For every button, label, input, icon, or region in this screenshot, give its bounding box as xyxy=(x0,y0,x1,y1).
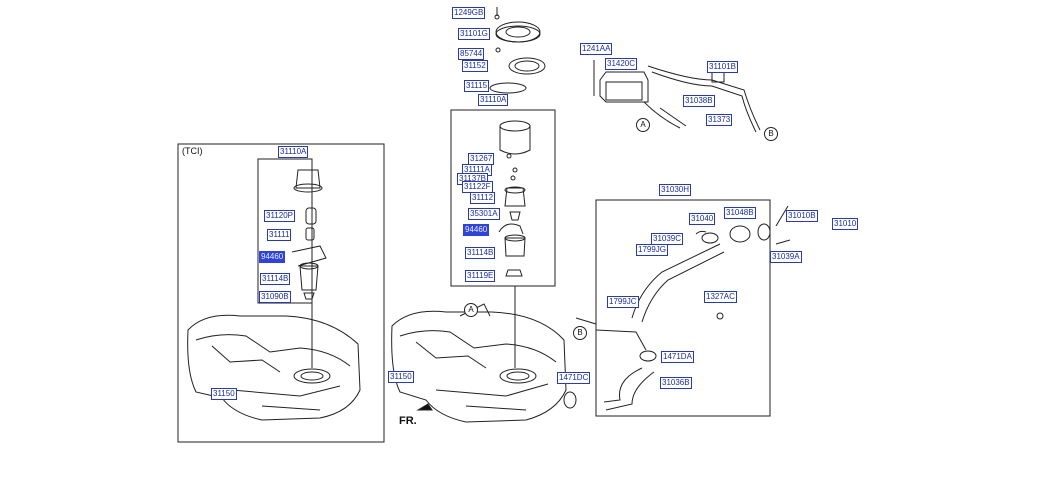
part-label-31114B-main[interactable]: 31114B xyxy=(465,247,496,259)
tci-fuel-tank xyxy=(187,314,361,421)
part-label-31101G[interactable]: 31101G xyxy=(458,28,490,40)
ref-circle-a: A xyxy=(464,303,478,317)
part-label-31038B[interactable]: 31038B xyxy=(683,95,715,107)
part-label-31010B[interactable]: 31010B xyxy=(786,210,818,222)
part-label-94460-tci[interactable]: 94460 xyxy=(259,251,286,263)
part-label-31030H[interactable]: 31030H xyxy=(659,184,692,196)
front-label: FR. xyxy=(399,415,417,427)
pump-cover-parts xyxy=(489,7,546,94)
part-label-1249GB[interactable]: 1249GB xyxy=(452,7,486,19)
part-label-31010[interactable]: 31010 xyxy=(832,218,859,230)
ref-circle-b-canister: B xyxy=(764,127,778,141)
part-label-31150-main[interactable]: 31150 xyxy=(388,371,414,383)
part-label-31036B[interactable]: 31036B xyxy=(660,377,692,389)
part-label-31112[interactable]: 31112 xyxy=(470,192,496,204)
part-label-1327AC[interactable]: 1327AC xyxy=(704,291,737,303)
tci-pump-frame xyxy=(257,158,313,304)
part-label-31101B[interactable]: 31101B xyxy=(707,61,738,73)
filler-assembly-frame xyxy=(595,199,771,417)
part-label-31373[interactable]: 31373 xyxy=(706,114,733,126)
part-label-1241AA[interactable]: 1241AA xyxy=(580,43,613,55)
part-label-31152[interactable]: 31152 xyxy=(462,60,488,72)
part-label-31110A-tci[interactable]: 31110A xyxy=(278,146,309,158)
part-label-31090B[interactable]: 31090B xyxy=(259,291,291,303)
part-label-85744[interactable]: 85744 xyxy=(458,48,485,60)
part-label-94460-main[interactable]: 94460 xyxy=(463,224,490,236)
main-fuel-tank xyxy=(391,303,567,423)
tci-pump-module xyxy=(291,169,327,300)
front-arrow-icon xyxy=(416,403,433,411)
main-pump-module xyxy=(498,120,531,277)
tci-note: (TCI) xyxy=(182,146,203,156)
part-label-1471DA[interactable]: 1471DA xyxy=(661,351,694,363)
part-label-31120P[interactable]: 31120P xyxy=(264,210,295,222)
part-label-31119E[interactable]: 31119E xyxy=(465,270,496,282)
filler-neck-assembly xyxy=(563,205,791,411)
part-label-31114B-tci[interactable]: 31114B xyxy=(260,273,291,285)
ref-circle-a-canister: A xyxy=(636,118,650,132)
part-label-35301A[interactable]: 35301A xyxy=(468,208,500,220)
part-label-1471DC[interactable]: 1471DC xyxy=(557,372,591,384)
part-label-1799JG[interactable]: 1799JG xyxy=(636,244,669,256)
part-label-31110A-main[interactable]: 31110A xyxy=(478,94,509,106)
part-label-31115[interactable]: 31115 xyxy=(464,80,490,92)
part-label-31039A[interactable]: 31039A xyxy=(770,251,802,263)
part-label-31040[interactable]: 31040 xyxy=(689,213,716,225)
part-label-31111[interactable]: 31111 xyxy=(267,229,292,241)
part-label-31048B[interactable]: 31048B xyxy=(724,207,756,219)
pump-assembly-frame xyxy=(450,109,556,287)
tci-inset-frame xyxy=(177,143,385,443)
part-label-1799JC[interactable]: 1799JC xyxy=(607,296,639,308)
ref-circle-b: B xyxy=(573,326,587,340)
part-label-31150-tci[interactable]: 31150 xyxy=(211,388,237,400)
part-label-31420C[interactable]: 31420C xyxy=(605,58,638,70)
